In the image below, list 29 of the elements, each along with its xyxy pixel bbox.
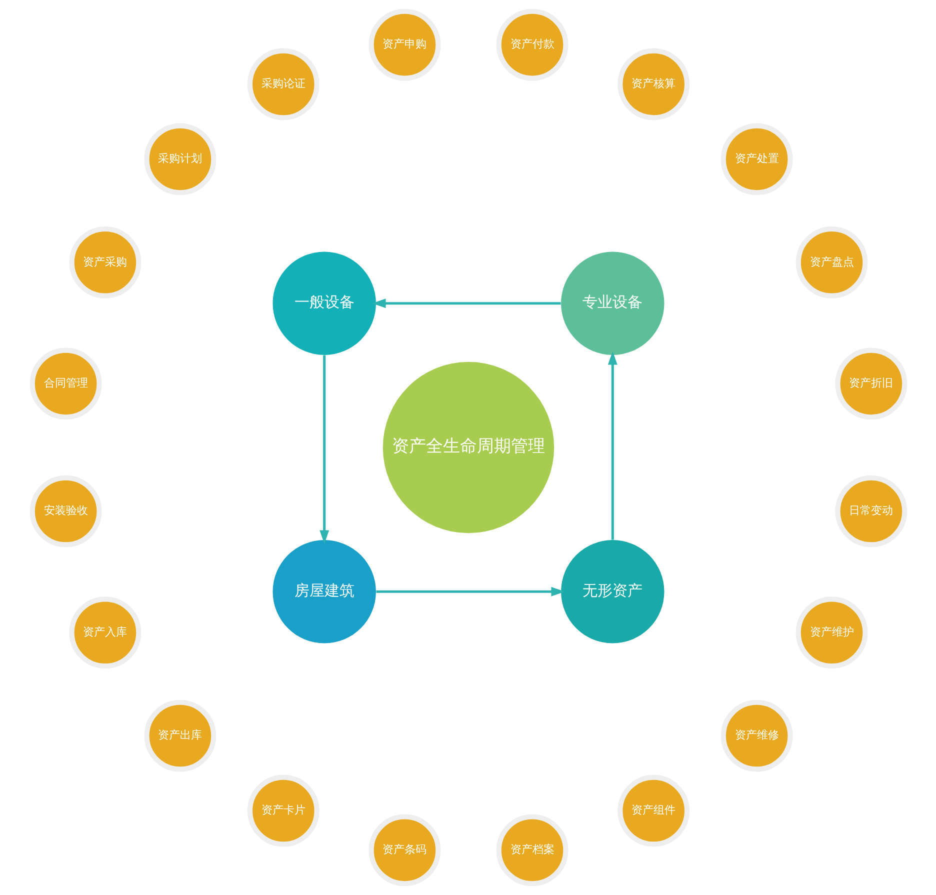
arrow xyxy=(607,351,617,540)
node-circle: 资产条码 xyxy=(368,814,440,886)
node-circle: 资产维修 xyxy=(720,700,792,772)
arrow xyxy=(372,298,560,308)
node-circle: 房屋建筑 xyxy=(272,540,376,644)
node-circle: 资产盘点 xyxy=(795,226,868,298)
node-circle: 安装验收 xyxy=(29,475,102,548)
node-circle: 采购论证 xyxy=(246,48,319,120)
node-circle: 资产付款 xyxy=(496,8,568,81)
node-circle: 资产处置 xyxy=(720,123,792,196)
node-circle: 资产档案 xyxy=(496,814,568,886)
node-circle: 一般设备 xyxy=(272,252,376,355)
node-circle: 无形资产 xyxy=(560,540,664,644)
node-circle: 资产全生命周期管理 xyxy=(382,362,554,534)
node-circle: 采购计划 xyxy=(144,123,216,196)
node-circle: 资产折旧 xyxy=(834,348,907,420)
arrow xyxy=(319,355,329,544)
node-circle: 资产出库 xyxy=(144,700,216,772)
node-circle: 日常变动 xyxy=(834,475,907,548)
node-circle: 资产卡片 xyxy=(246,774,319,847)
node-circle: 资产核算 xyxy=(617,48,690,120)
node-circle: 资产组件 xyxy=(617,774,690,847)
arrow xyxy=(376,586,564,596)
node-circle: 合同管理 xyxy=(29,348,102,420)
node-circle: 资产入库 xyxy=(68,596,141,669)
node-circle: 资产维护 xyxy=(795,596,868,669)
node-circle: 资产申购 xyxy=(368,8,440,81)
node-circle: 资产采购 xyxy=(68,226,141,298)
node-circle: 专业设备 xyxy=(560,252,664,355)
